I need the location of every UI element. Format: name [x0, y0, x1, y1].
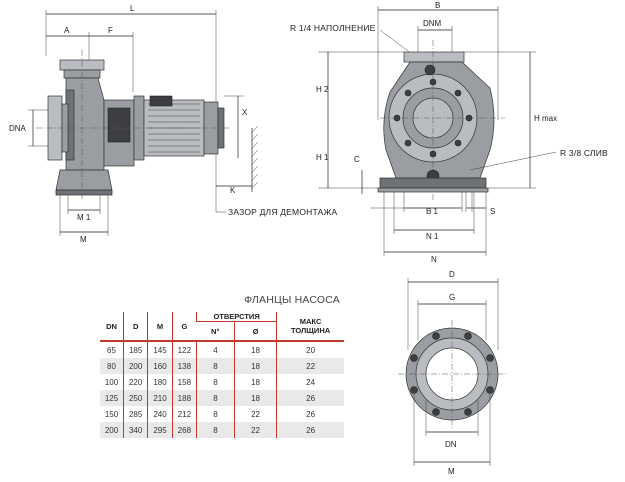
col-holes-n: N°: [211, 326, 220, 336]
col-max-thickness-line1: МАКС: [299, 317, 322, 326]
table-cell: 8: [196, 406, 235, 422]
table-cell: 18: [233, 358, 277, 374]
table-cell: 20: [276, 341, 344, 358]
dim-N: N: [431, 255, 437, 264]
table-cell: 138: [171, 358, 197, 374]
table-cell: 26: [276, 390, 344, 406]
dim-B1: B 1: [426, 207, 439, 216]
table-cell: 180: [147, 374, 173, 390]
dim-M1: M 1: [77, 213, 91, 222]
table-cell: 18: [233, 341, 277, 358]
dim-C: C: [354, 155, 360, 164]
table-cell: 18: [233, 374, 277, 390]
table-cell: 80: [100, 358, 124, 374]
dim-DNA: DNA: [9, 124, 27, 133]
table-cell: 220: [122, 374, 148, 390]
table-cell: 22: [233, 406, 277, 422]
table-cell: 8: [196, 390, 235, 406]
dim-H2: H 2: [316, 85, 329, 94]
dim-M: M: [80, 235, 87, 244]
col-holes-dia: Ø: [233, 321, 277, 341]
table-cell: 24: [276, 374, 344, 390]
side-view: L A F DNA: [9, 4, 338, 244]
table-cell: 295: [147, 422, 173, 438]
table-cell: 145: [147, 341, 173, 358]
table-cell: 210: [147, 390, 173, 406]
front-view: B DNM R 1/4 НАПОЛНЕНИЕ H 2: [290, 1, 608, 264]
table-cell: 4: [196, 341, 235, 358]
dim-DNM: DNM: [423, 19, 442, 28]
table-cell: 200: [122, 358, 148, 374]
flange-dim-D: D: [449, 270, 455, 279]
col-m: M: [147, 312, 173, 341]
dim-A: A: [64, 26, 70, 35]
dim-K: K: [230, 186, 236, 195]
dim-S: S: [490, 207, 495, 216]
dim-F: F: [108, 26, 113, 35]
table-cell: 340: [122, 422, 148, 438]
col-max-thickness-line2: ТОЛЩИНА: [290, 326, 331, 335]
col-d: D: [122, 312, 148, 341]
flange-view: D G DN M: [398, 270, 506, 476]
flange-table: DN D M G ОТВЕРСТИЯ МАКС ТОЛЩИНА N° Ø 65 1…: [100, 312, 344, 438]
table-cell: 158: [171, 374, 197, 390]
table-cell: 22: [276, 358, 344, 374]
table-cell: 8: [196, 422, 235, 438]
table-cell: 250: [122, 390, 148, 406]
dim-H1: H 1: [316, 153, 329, 162]
flange-dim-G: G: [449, 293, 455, 302]
table-cell: 100: [104, 377, 119, 387]
dim-N1: N 1: [426, 232, 439, 241]
table-cell: 240: [147, 406, 173, 422]
col-g: G: [171, 312, 197, 341]
table-cell: 200: [100, 422, 124, 438]
col-max-thickness: МАКС ТОЛЩИНА: [276, 312, 344, 341]
table-cell: 8: [196, 358, 235, 374]
table-cell: 150: [104, 409, 119, 419]
drain-label: R 3/8 СЛИВ: [560, 148, 608, 158]
dim-Hmax: H max: [534, 114, 557, 123]
table-cell: 185: [122, 341, 148, 358]
table-cell: 26: [276, 406, 344, 422]
flange-dim-M: M: [448, 467, 455, 476]
table-cell: 122: [171, 341, 197, 358]
table-cell: 65: [107, 345, 116, 355]
dim-L: L: [130, 4, 135, 13]
table-cell: 125: [100, 390, 124, 406]
table-cell: 268: [171, 422, 197, 438]
table-cell: 188: [171, 390, 197, 406]
fill-label: R 1/4 НАПОЛНЕНИЕ: [290, 23, 376, 33]
table-cell: 8: [196, 374, 235, 390]
table-cell: 285: [122, 406, 148, 422]
dim-X: X: [242, 108, 248, 117]
flange-dim-DN: DN: [445, 440, 457, 449]
table-cell: 212: [171, 406, 197, 422]
flange-table-title: ФЛАНЦЫ НАСОСА: [244, 294, 340, 306]
clearance-label: ЗАЗОР ДЛЯ ДЕМОНТАЖА: [228, 207, 338, 217]
table-cell: 160: [147, 358, 173, 374]
table-cell: 18: [233, 390, 277, 406]
col-holes: ОТВЕРСТИЯ: [196, 312, 277, 322]
dim-B: B: [435, 1, 440, 10]
table-cell: 26: [276, 422, 344, 438]
col-dn: DN: [106, 321, 117, 331]
table-cell: 22: [233, 422, 277, 438]
